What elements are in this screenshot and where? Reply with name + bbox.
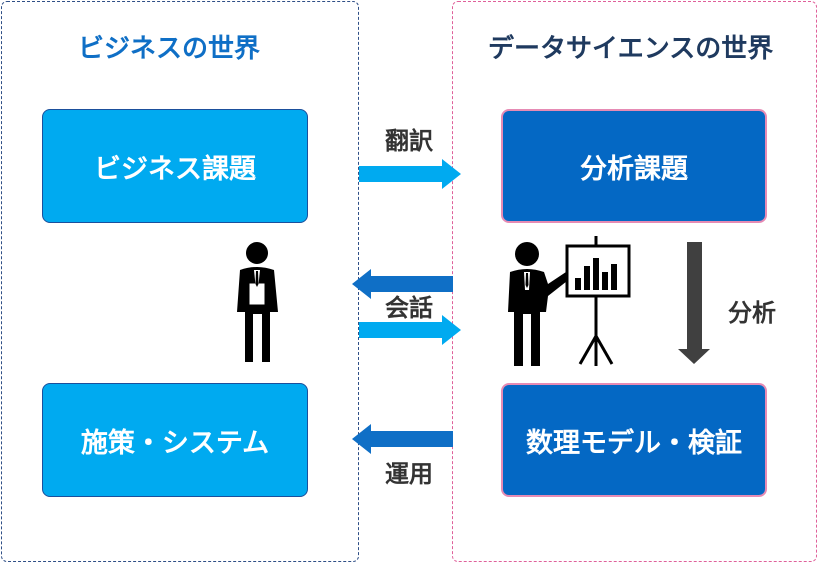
- presenter-with-chart-icon: [508, 236, 631, 366]
- business-issue-box: ビジネス課題: [42, 109, 308, 223]
- model-validation-box: 数理モデル・検証: [501, 383, 767, 497]
- operation-arrow: [352, 424, 453, 454]
- conversation-label: 会話: [385, 294, 433, 322]
- analysis-label: 分析: [728, 299, 776, 327]
- translate-label: 翻訳: [385, 127, 433, 155]
- data-science-world-title: データサイエンスの世界: [488, 34, 774, 64]
- operation-label: 運用: [385, 460, 433, 488]
- measures-system-box: 施策・システム: [42, 383, 308, 497]
- businessman-icon: [237, 242, 278, 362]
- analysis-issue-box: 分析課題: [501, 109, 767, 223]
- business-world-title: ビジネスの世界: [78, 34, 261, 64]
- conversation-left-arrow: [352, 269, 453, 299]
- analysis-arrow: [678, 242, 710, 364]
- translate-arrow: [359, 159, 461, 189]
- conversation-right-arrow: [359, 315, 461, 345]
